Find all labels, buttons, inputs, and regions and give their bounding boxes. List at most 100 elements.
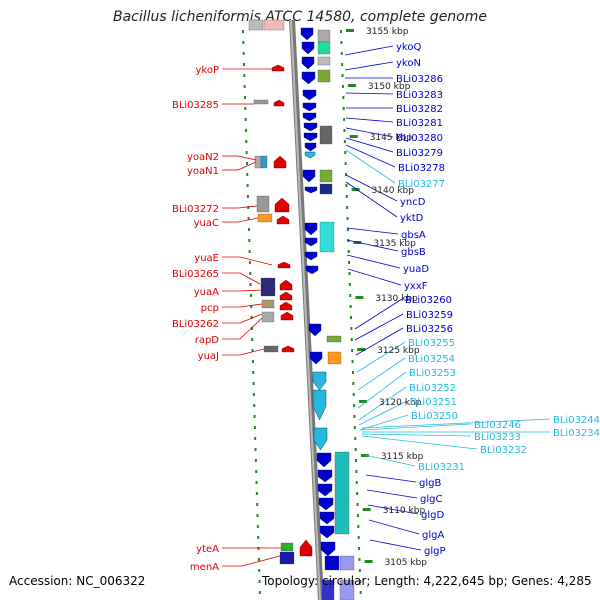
left-tick-dot (244, 118, 247, 121)
left-tick-dot (258, 591, 261, 594)
gene-label-mena: menA (190, 562, 219, 573)
plus-strand-gene (302, 169, 316, 183)
gene-label-bli03233: BLi03233 (474, 432, 521, 443)
gene-block (279, 551, 295, 565)
plus-strand-gene (319, 511, 335, 525)
leader-line (346, 227, 399, 235)
leader-line (239, 303, 263, 308)
right-tick-dot (346, 228, 349, 231)
gene-block (334, 451, 350, 535)
plus-strand-gene (309, 351, 323, 365)
right-tick-dot (347, 250, 350, 253)
left-tick-dot (256, 514, 259, 517)
minus-strand-gene (279, 301, 293, 311)
gene-block (248, 19, 264, 31)
leader-line (368, 519, 420, 535)
ruler-label: 3150 kbp (368, 82, 411, 92)
leader-line (354, 313, 404, 341)
gene-features (248, 19, 355, 600)
leader-line (345, 174, 398, 202)
right-tick-dot (359, 580, 362, 583)
left-tick-dot (255, 470, 258, 473)
minus-strand-gene (279, 279, 293, 291)
gene-label-bli03285: BLi03285 (172, 100, 219, 111)
left-tick-dot (255, 481, 258, 484)
plus-strand-gene (304, 142, 317, 152)
left-tick-dot (243, 85, 246, 88)
right-tick-dot (352, 393, 355, 396)
gene-label-bli03253: BLi03253 (409, 368, 456, 379)
ruler-label: 3145 kbp (370, 133, 413, 143)
left-tick-dot (252, 382, 255, 385)
plus-strand-gene (303, 122, 318, 132)
gene-block (339, 579, 355, 600)
right-tick-dot (358, 547, 361, 550)
right-tick-dot (358, 558, 361, 561)
left-tick-dot (244, 129, 247, 132)
right-tick-dot (350, 338, 353, 341)
leader-line (345, 181, 398, 218)
ruler-tick (355, 296, 364, 299)
gene-block (317, 69, 331, 83)
leader-line (364, 454, 416, 467)
ruler-tick (357, 348, 366, 351)
gene-label-bli03280: BLi03280 (396, 133, 443, 144)
gene-label-glgp: glgP (424, 546, 446, 557)
plus-strand-gene (304, 222, 318, 236)
ruler-tick (360, 454, 369, 457)
ruler-label: 3125 kbp (377, 346, 420, 356)
gene-label-yncd: yncD (400, 197, 426, 208)
gene-label-bli03279: BLi03279 (396, 148, 443, 159)
left-tick-dot (248, 250, 251, 253)
minus-strand-gene (277, 261, 291, 269)
minus-strand-gene (280, 311, 294, 321)
gene-label-bli03231: BLi03231 (418, 462, 465, 473)
gene-block (324, 555, 340, 571)
ruler-tick (349, 135, 358, 138)
gene-block (280, 542, 294, 552)
minus-strand-gene (281, 345, 295, 353)
leader-line (237, 155, 257, 161)
plus-strand-gene (302, 112, 317, 122)
left-tick-dot (249, 272, 252, 275)
right-tick-dot (356, 492, 359, 495)
right-tick-dot (353, 404, 356, 407)
right-tick-dot (356, 503, 359, 506)
right-tick-dot (341, 63, 344, 66)
leader-line (361, 435, 478, 450)
gene-label-bli03283: BLi03283 (396, 90, 443, 101)
leader-line (358, 386, 407, 421)
left-tick-dot (246, 195, 249, 198)
left-tick-dot (245, 151, 248, 154)
left-tick-dot (247, 217, 250, 220)
plus-strand-gene (317, 469, 333, 483)
right-tick-dot (351, 371, 354, 374)
gene-block (263, 345, 279, 353)
leader-line (367, 504, 419, 515)
gene-block (260, 277, 276, 297)
gene-label-yuaj: yuaJ (198, 351, 219, 362)
gene-label-bli03260: BLi03260 (405, 295, 452, 306)
leader-line (357, 371, 407, 409)
left-tick-dot (250, 305, 253, 308)
leader-line (356, 341, 406, 373)
gene-label-bli03244: BLi03244 (553, 415, 600, 426)
left-tick-dot (256, 503, 259, 506)
leader-line (345, 149, 396, 184)
left-tick-dot (254, 448, 257, 451)
leader-line (237, 205, 258, 209)
leader-line (345, 137, 394, 153)
plus-strand-gene (304, 237, 318, 247)
right-tick-dot (346, 217, 349, 220)
left-tick-dot (251, 338, 254, 341)
left-tick-dot (252, 371, 255, 374)
leader-line (345, 92, 394, 95)
left-tick-dot (249, 283, 252, 286)
ruler-tick (364, 560, 373, 563)
right-tick-dot (352, 382, 355, 385)
gene-block (317, 41, 331, 55)
leader-line (361, 418, 551, 429)
plus-strand-gene (317, 483, 333, 497)
plus-strand-gene (320, 541, 336, 557)
